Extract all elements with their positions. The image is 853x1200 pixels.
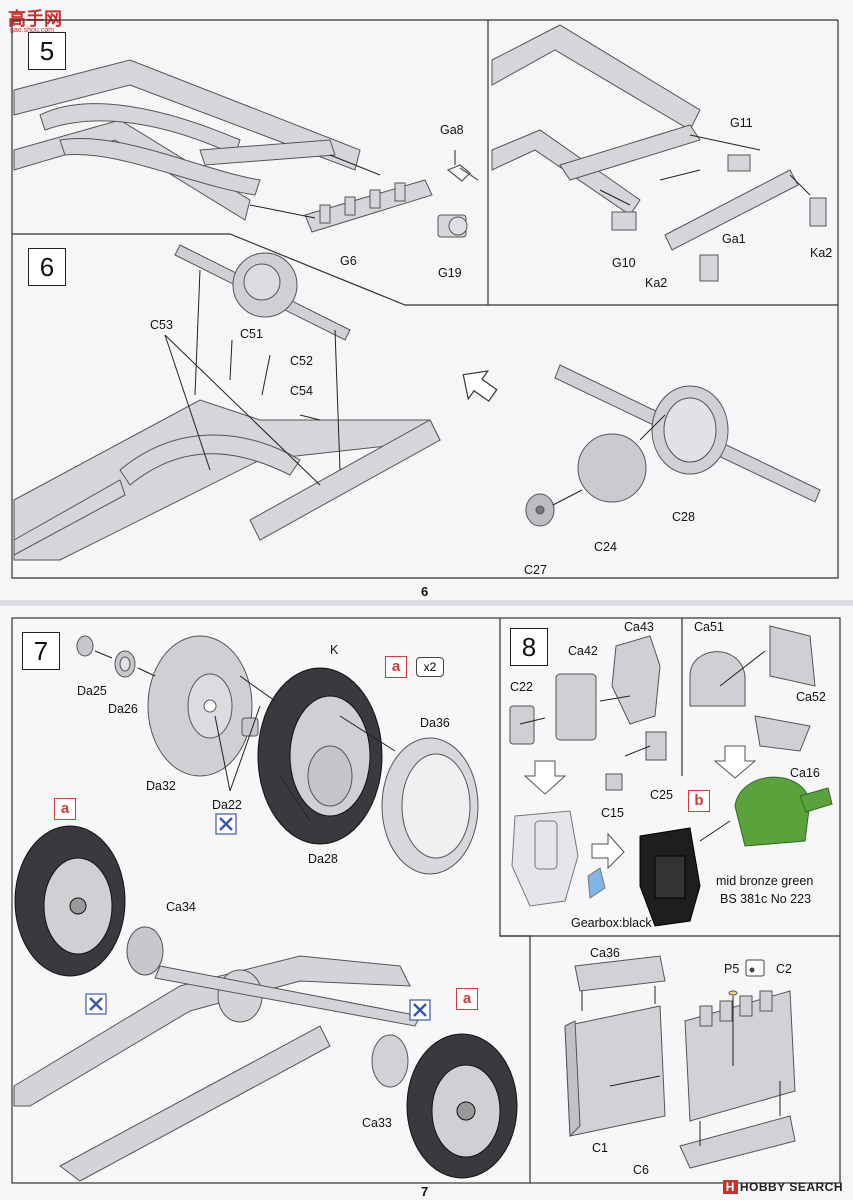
part-label: K [330,643,339,657]
part-label: Ka2 [810,246,833,260]
part-label: Ca43 [624,620,654,634]
step-6-number: 6 [28,248,66,286]
part-label: Ca42 [568,644,598,658]
step5-chassis [13,59,361,221]
step6-leader-lines [164,269,341,486]
step7-da28-hub [307,745,353,807]
paint-badge-a: a [456,988,478,1010]
part-label: C6 [633,1163,649,1177]
part-label: Da26 [108,702,138,716]
engine-parts [564,955,796,1169]
bottom-diagram-canvas [11,617,841,1184]
watermark-mark: H [722,1180,738,1194]
multiplier-badge: x2 [416,657,444,677]
paint-badge-a: a [385,656,407,678]
step7-arrows [94,650,396,822]
instruction-page-top: 高手网 gao.shou.com [8,9,839,599]
step5-ga8-part [446,164,479,182]
step8-assembly-preview [511,810,606,907]
step7-da32-rim [147,635,253,777]
step5-g6-part [304,179,433,233]
part-label: C15 [601,806,624,820]
part-label: Da32 [146,779,176,793]
part-label: Ca51 [694,620,724,634]
page-gap [0,600,853,608]
step7-chassis [13,955,421,1182]
step5-arrows [249,134,811,219]
part-label: Ga1 [722,232,746,246]
step7-wheel-right [406,1033,518,1179]
paint-name: mid bronze green [716,874,814,888]
instruction-page-bottom: 7 8 a x2 a a b Da25 Da26 Da32 K Da22 Da2… [0,606,853,1200]
part-label: G6 [340,254,357,268]
step6-c28-housing [554,364,821,503]
watermark-text: HOBBY SEARCH [739,1180,843,1194]
page-number: 7 [421,1184,429,1199]
step-5-number: 5 [28,32,66,70]
step5-g19-part [437,214,468,238]
page-number: 6 [421,584,429,599]
site-url: gao.shou.com [10,27,54,34]
step-8-number: 8 [510,628,548,666]
part-label: Da28 [308,852,338,866]
step7-ca33 [371,1034,409,1088]
step8-gearbox-black [639,827,701,927]
step6-frame [13,399,441,561]
site-logo: 高手网 [8,9,62,29]
step8-down-arrow-icon [523,745,757,795]
step5-right-chassis [491,24,827,282]
step7-da26 [114,650,136,678]
top-diagram-canvas [11,19,839,579]
step7-wheel-left [14,825,126,977]
part-label: C53 [150,318,173,332]
part-label: C54 [290,384,313,398]
part-label: Ga8 [440,123,464,137]
part-label: C25 [650,788,673,802]
part-label: Ca52 [796,690,826,704]
paint-code: BS 381c No 223 [720,892,812,906]
part-label: G11 [730,116,753,130]
part-label: Ka2 [645,276,668,290]
part-label: Da25 [77,684,107,698]
step8-parts [509,625,816,791]
step7-da25 [76,635,94,657]
part-label: Ca33 [362,1116,392,1130]
part-label: Ca16 [790,766,820,780]
direction-arrow-icon [462,370,498,402]
step8-leader-lines [519,650,766,842]
part-label: C24 [594,540,617,554]
step7-da36-tyre-band [381,737,479,875]
part-label: C52 [290,354,313,368]
part-label: C27 [524,563,547,577]
step6-c24-cover [577,433,647,503]
part-label: C2 [776,962,792,976]
step6-c27-cap [525,493,555,527]
step8-green-part [734,776,833,847]
part-label: P5 [724,962,740,976]
part-label: Da36 [420,716,450,730]
engine-arrows [581,986,781,1146]
gearbox-color-label: Gearbox:black [571,916,652,930]
step6-arrows [552,414,666,506]
step6-axle [174,244,351,341]
cutter-icon [215,813,237,835]
cutter-icon [85,993,107,1015]
paint-badge-a: a [54,798,76,820]
cutter-icon [409,999,431,1021]
part-label: C1 [592,1141,608,1155]
step7-ca34 [126,926,164,976]
part-label: C51 [240,327,263,341]
part-label: G10 [612,256,636,270]
step-7-number: 7 [22,632,60,670]
part-label: Ca36 [590,946,620,960]
part-label: Da22 [212,798,242,812]
part-label: C22 [510,680,533,694]
part-label: G19 [438,266,462,280]
part-label: C28 [672,510,695,524]
part-label: Ca34 [166,900,196,914]
paint-badge-b: b [688,790,710,812]
glue-icon [745,959,765,977]
step8-right-arrow-icon [591,832,625,870]
